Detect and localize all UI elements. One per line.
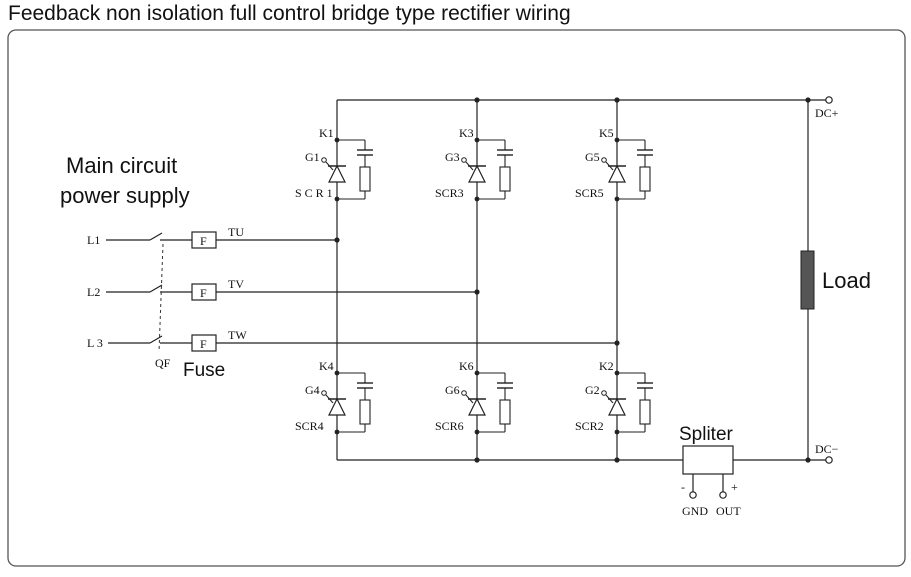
thyristor-symbol <box>328 397 346 416</box>
dc-plus-terminal[interactable] <box>825 96 833 104</box>
gate-label: G5 <box>585 150 600 164</box>
dc-minus-terminal[interactable] <box>825 456 833 464</box>
phase-label-tv: TV <box>228 277 244 291</box>
thyristor-symbol <box>608 397 626 416</box>
svg-text:F: F <box>200 286 207 300</box>
gate-terminal[interactable] <box>461 157 467 163</box>
diagram-frame <box>7 29 906 567</box>
scr-label: SCR3 <box>435 186 464 200</box>
thyristor-symbol <box>328 164 346 183</box>
scr-label: SCR5 <box>575 186 604 200</box>
dc-plus-label: DC+ <box>815 106 839 120</box>
input-label-l3: L 3 <box>87 336 103 350</box>
splitter-out-label: OUT <box>716 504 741 518</box>
load-label: Load <box>822 268 871 293</box>
splitter-label: Spliter <box>679 424 734 445</box>
breaker-linkage <box>158 243 164 353</box>
input-label-l1: L1 <box>87 233 100 247</box>
snubber-resistor <box>499 399 511 425</box>
gate-label: G6 <box>445 383 460 397</box>
cathode-label: K3 <box>459 126 474 140</box>
splitter-gnd-label: GND <box>682 504 708 518</box>
gate-label: G3 <box>445 150 460 164</box>
cathode-label: K2 <box>599 359 614 373</box>
gate-terminal[interactable] <box>321 157 327 163</box>
cathode-label: K5 <box>599 126 614 140</box>
fuse-label: Fuse <box>183 360 225 381</box>
svg-text:F: F <box>200 234 207 248</box>
splitter-out-terminal[interactable] <box>719 491 727 499</box>
splitter-minus-sign: - <box>681 480 685 494</box>
gate-label: G1 <box>305 150 320 164</box>
power-supply-label-line1: Main circuit <box>66 153 177 178</box>
splitter-box <box>682 445 734 475</box>
snubber-resistor <box>639 166 651 192</box>
cathode-label: K1 <box>319 126 334 140</box>
scr-label: S C R 1 <box>295 186 333 200</box>
dc-minus-label: DC− <box>815 442 839 456</box>
scr-label: SCR6 <box>435 419 464 433</box>
thyristor-symbol <box>608 164 626 183</box>
gate-terminal[interactable] <box>601 390 607 396</box>
gate-terminal[interactable] <box>461 390 467 396</box>
scr-label: SCR2 <box>575 419 604 433</box>
snubber-resistor <box>639 399 651 425</box>
gate-terminal[interactable] <box>601 157 607 163</box>
thyristor-symbol <box>468 397 486 416</box>
splitter-gnd-terminal[interactable] <box>689 491 697 499</box>
gate-label: G4 <box>305 383 320 397</box>
phase-label-tu: TU <box>228 225 244 239</box>
thyristor-symbol <box>468 164 486 183</box>
cathode-label: K4 <box>319 359 334 373</box>
splitter-plus-sign: + <box>731 480 738 494</box>
input-label-l2: L2 <box>87 285 100 299</box>
gate-terminal[interactable] <box>321 390 327 396</box>
snubber-resistor <box>359 166 371 192</box>
snubber-resistor <box>499 166 511 192</box>
scr-label: SCR4 <box>295 419 324 433</box>
svg-text:F: F <box>200 337 207 351</box>
breaker-label: QF <box>155 356 171 370</box>
ac-input-l2: L2 F TV <box>87 277 480 301</box>
cathode-label: K6 <box>459 359 474 373</box>
power-supply-label-line2: power supply <box>60 183 190 208</box>
phase-label-tw: TW <box>228 328 247 342</box>
ac-input-l1: L1 F TU <box>87 225 340 249</box>
load-resistor <box>800 250 815 310</box>
gate-label: G2 <box>585 383 600 397</box>
ac-input-l3: L 3 F TW <box>87 328 620 352</box>
diagram-title: Feedback non isolation full control brid… <box>8 2 571 25</box>
snubber-resistor <box>359 399 371 425</box>
